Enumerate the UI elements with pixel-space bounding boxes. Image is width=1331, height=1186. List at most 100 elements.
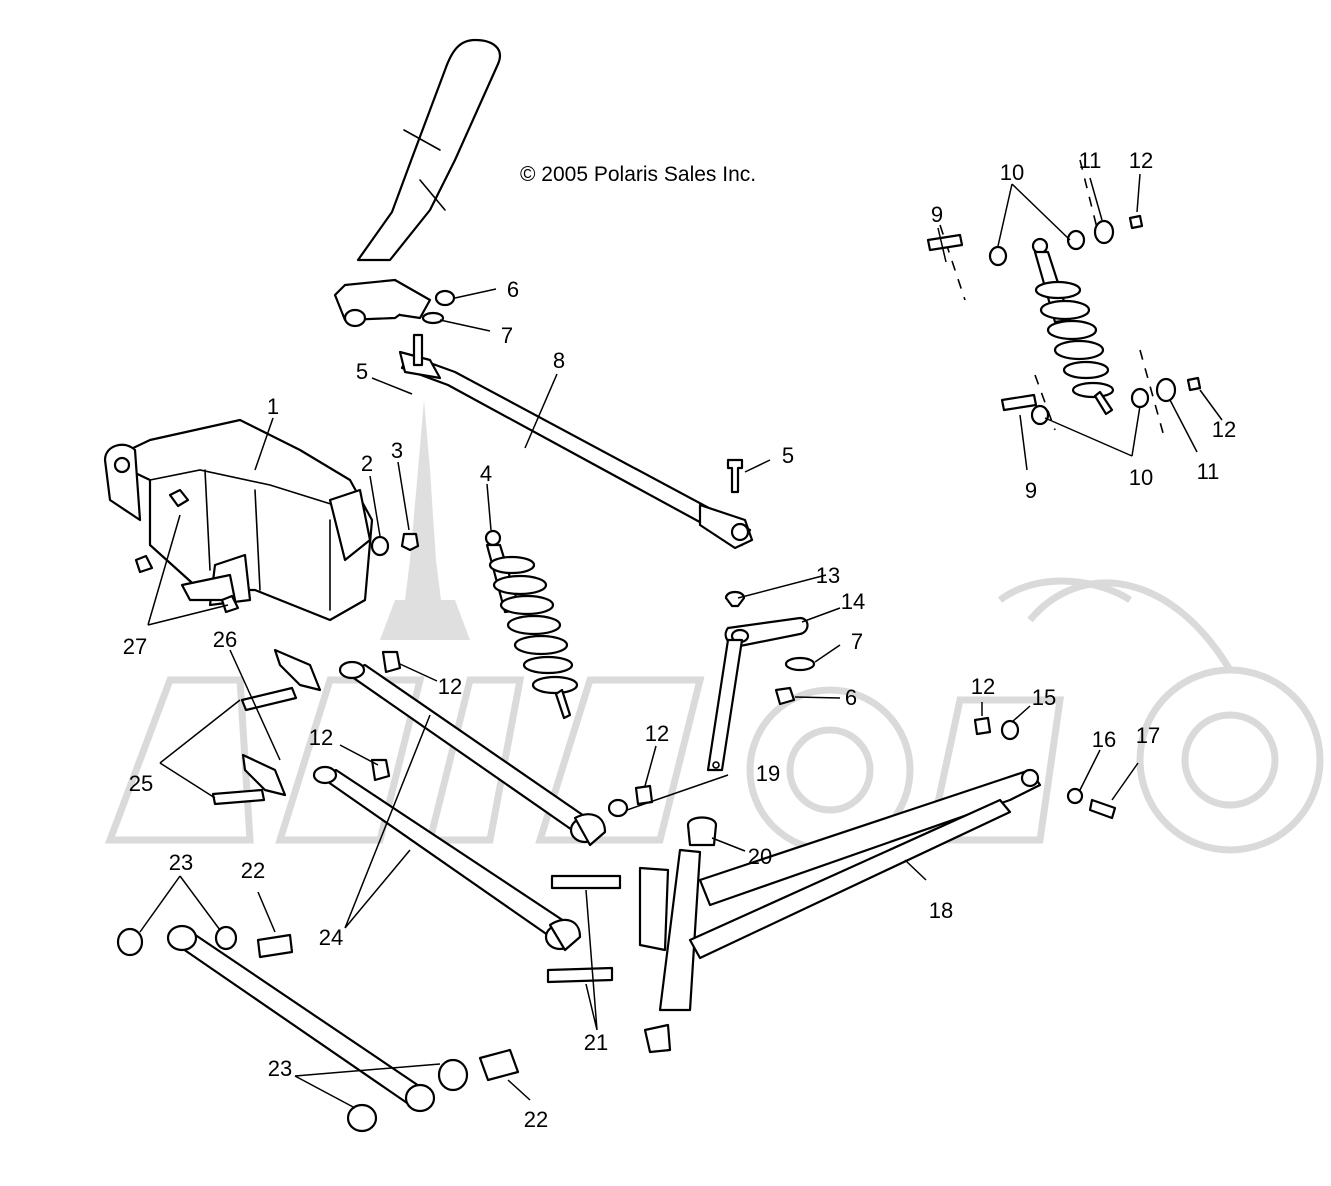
callout-7: 7 [501,323,513,348]
steering-post [333,38,501,328]
leader-lines [139,173,1223,1109]
bushing-part-20 [686,816,718,847]
nut-part-3 [400,532,420,552]
nut-part-12-lower-rod [370,758,391,782]
callout-22: 22 [241,858,265,883]
washer-part-7-upper [421,311,445,325]
callout-8: 8 [553,348,565,373]
callout-3: 3 [391,438,403,463]
bushing-part-10-b [1066,229,1086,251]
callout-1: 1 [267,394,279,419]
bushing-part-15 [1000,719,1020,741]
bolt-part-21-lower [546,966,614,984]
washer-part-11-lower [1155,377,1177,403]
callout-10: 10 [1000,160,1024,185]
bushing-part-23-a [116,927,144,957]
callout-12: 12 [1212,417,1236,442]
callout-4: 4 [480,461,492,486]
screw-part-27-a [168,488,190,508]
callout-12: 12 [971,674,995,699]
callout-23: 23 [268,1056,292,1081]
callout-9: 9 [1025,478,1037,503]
nut-part-12-arm [973,716,992,736]
callout-9: 9 [931,202,943,227]
pin-part-13 [724,590,746,608]
bolt-part-9-lower [1000,393,1038,412]
callout-14: 14 [841,589,865,614]
screw-part-27-b [134,554,154,574]
bushing-part-10-a [988,245,1008,267]
callout-12: 12 [309,725,333,750]
washer-part-7-lower [784,656,816,672]
copyright-text: © 2005 Polaris Sales Inc. [520,163,756,186]
nut-part-6-lower [774,686,796,706]
nut-part-12-upper-rod [381,650,402,674]
nut-part-12-spindle [634,784,654,806]
upper-control-rod [338,660,607,847]
callout-26: 26 [213,627,237,652]
callout-10: 10 [1129,465,1153,490]
callout-6: 6 [845,685,857,710]
bushing-part-23-c [437,1058,469,1092]
washer-part-16 [1066,787,1084,805]
bracket-part-26-upper [273,648,322,692]
callout-27: 27 [123,634,147,659]
callout-7: 7 [851,629,863,654]
bushing-part-10-d [1130,387,1150,409]
washer-part-11-upper [1093,219,1115,245]
watermark-logo [104,400,1324,854]
bushing-spindle-bottom [643,1023,672,1054]
callout-11: 11 [1079,148,1102,173]
callout-24: 24 [319,925,343,950]
nut-part-6-upper [434,289,456,307]
callout-17: 17 [1136,723,1160,748]
shock-absorber-center [484,529,579,720]
frame-bracket [103,418,374,622]
bolt-part-25-lower [211,788,266,806]
callout-6: 6 [507,277,519,302]
callout-12: 12 [645,721,669,746]
bushing-part-23-b [214,925,238,951]
callout-20: 20 [748,844,772,869]
screw-part-27-c [220,594,240,614]
callout-5: 5 [356,359,368,384]
callout-13: 13 [816,563,840,588]
a-arm-spindle [638,768,1042,1012]
callout-2: 2 [361,451,373,476]
bushing-part-10-c [1030,404,1050,426]
shock-absorber-inset [939,159,1166,441]
tie-rod [398,350,754,550]
callout-12: 12 [438,674,462,699]
nut-part-12-upper-right [1128,214,1144,230]
callout-labels: 1 2 3 4 5 5 6 6 7 7 8 9 9 10 10 11 11 12… [123,148,1236,1132]
callout-23: 23 [169,850,193,875]
bolt-part-5-right [726,458,744,494]
bolt-part-21-upper [550,874,622,890]
lower-control-rod [312,765,582,952]
radius-rod [166,924,436,1113]
bolt-part-25-upper [240,686,298,712]
sleeve-part-22-left [256,933,294,959]
callout-25: 25 [129,771,153,796]
callout-18: 18 [929,898,953,923]
pivot-arm [706,616,809,772]
bracket-part-26-lower [241,753,287,797]
bushing-part-23-d [346,1103,378,1133]
bolt-part-9-upper [926,233,964,252]
callout-11: 11 [1197,459,1220,484]
callout-5: 5 [782,443,794,468]
callout-19: 19 [756,761,780,786]
callout-21: 21 [584,1030,608,1055]
washer-part-19 [607,798,629,818]
callout-15: 15 [1032,685,1056,710]
nut-part-12-lower-right [1186,376,1202,392]
callout-22: 22 [524,1107,548,1132]
sleeve-part-22-right [478,1048,520,1082]
bushing-part-2 [370,535,390,557]
callout-16: 16 [1092,727,1116,752]
callout-12: 12 [1129,148,1153,173]
bolt-part-5-left [412,333,424,367]
bolt-part-17 [1088,798,1117,820]
